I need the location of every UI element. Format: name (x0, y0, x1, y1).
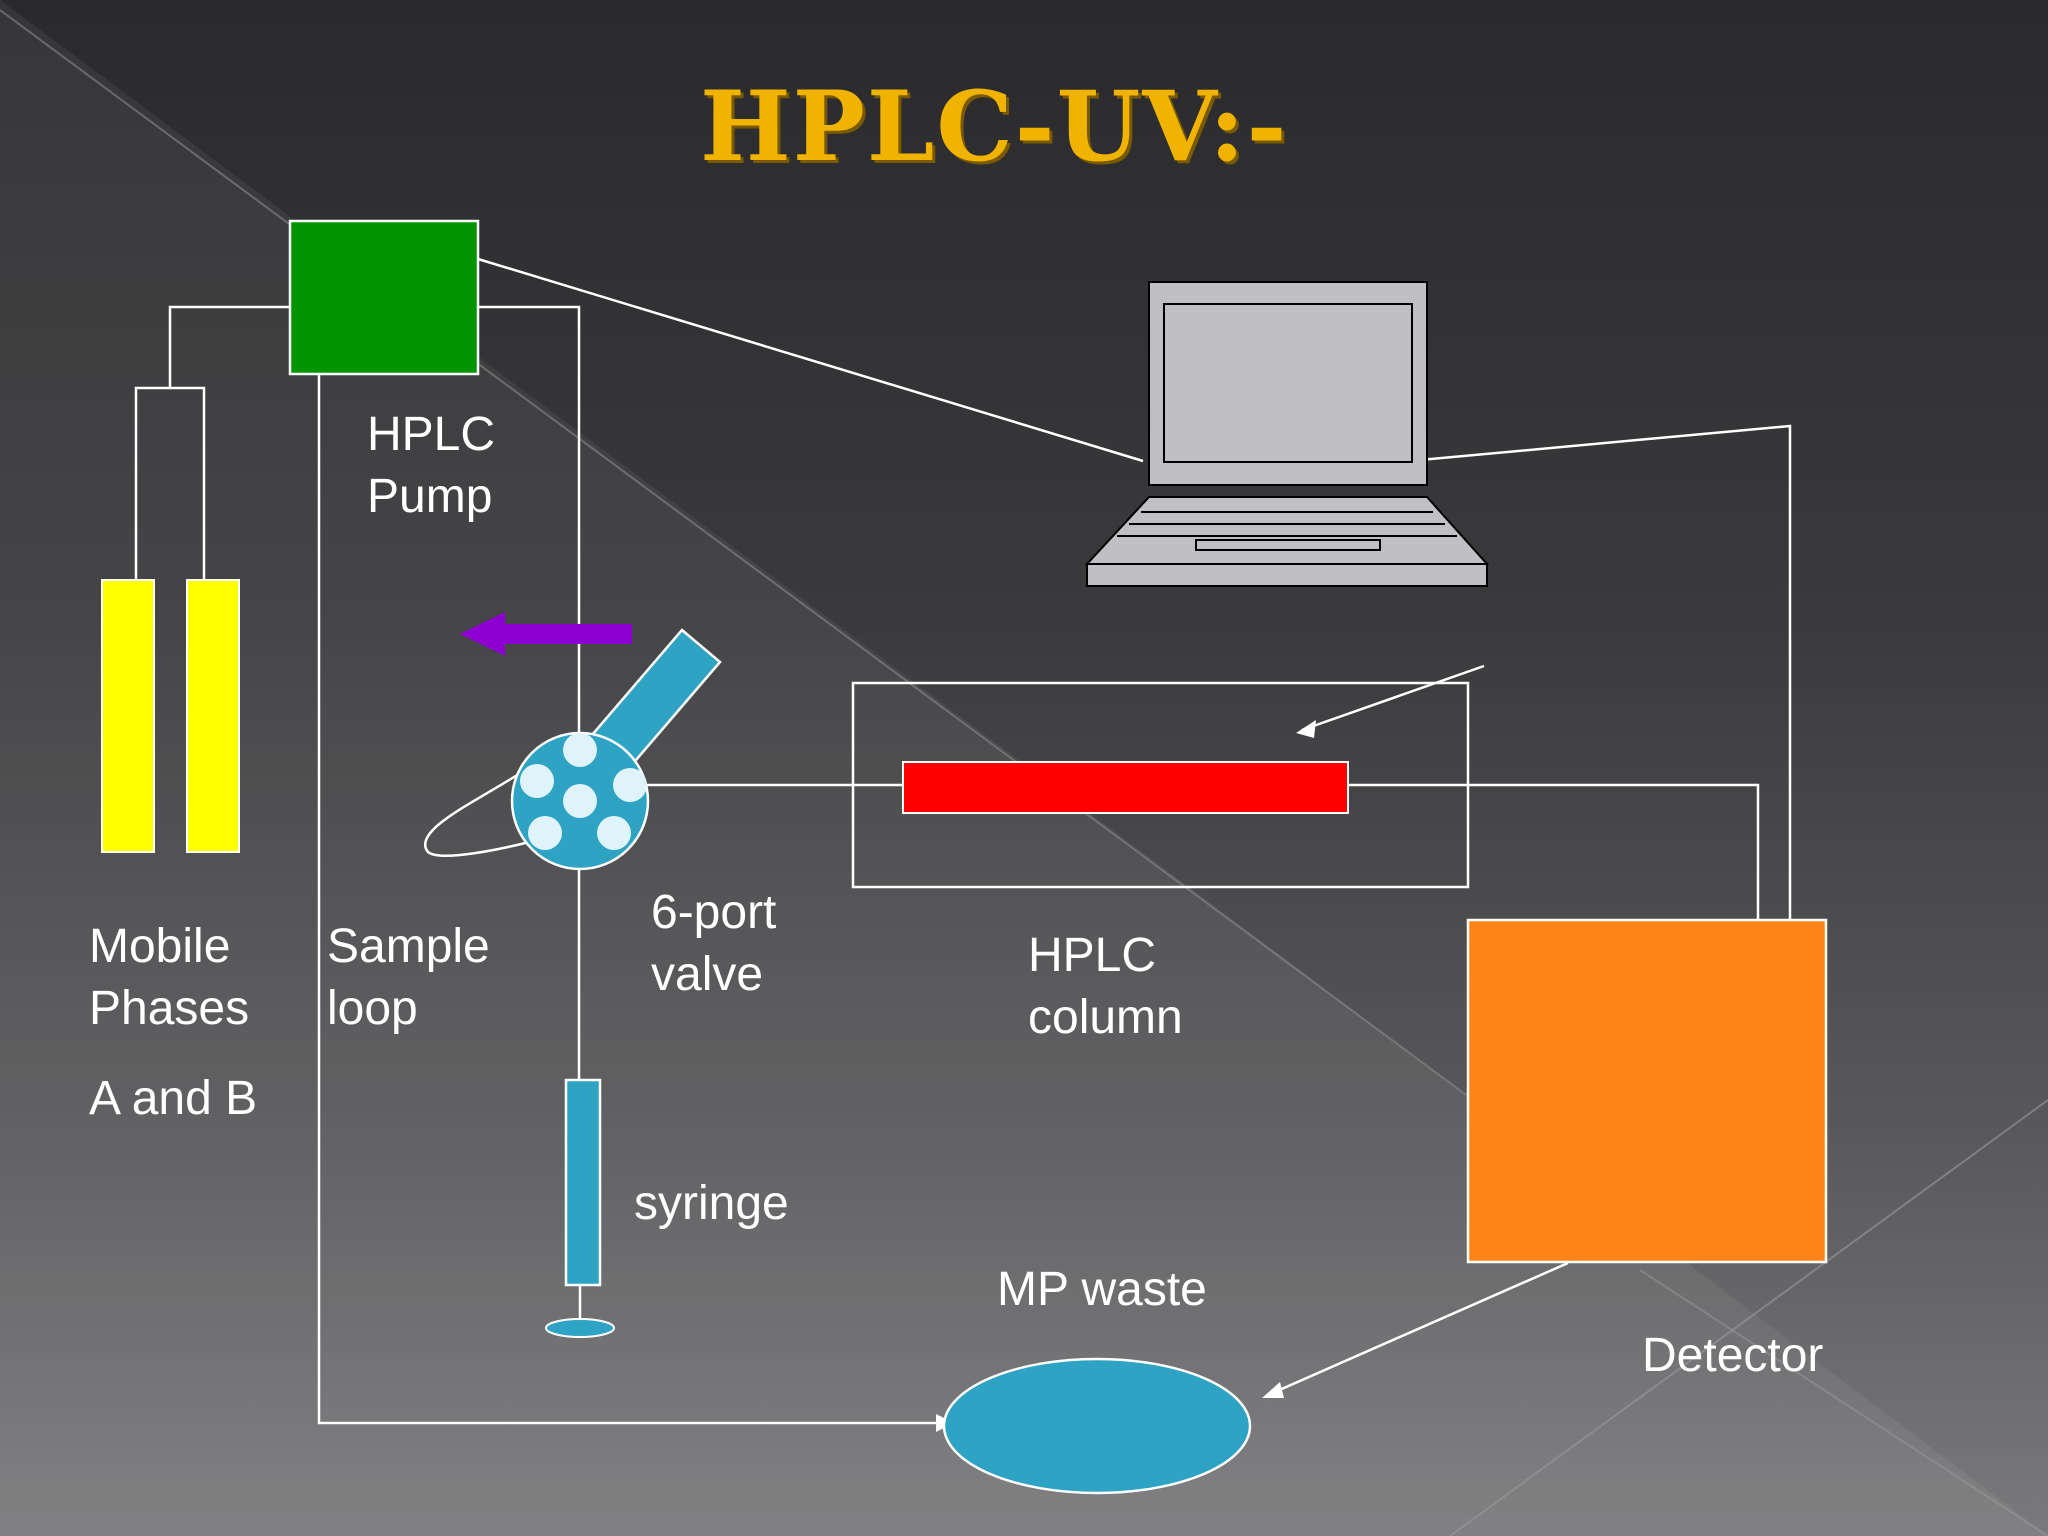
mobile-phases-label-line2: Phases (89, 982, 250, 1035)
syringe-label: syringe (634, 1177, 789, 1230)
valve-label-line2: valve (651, 948, 764, 1001)
mobile-phase-b-bottle (186, 579, 240, 853)
valve-port (613, 768, 647, 802)
laptop-icon (1084, 281, 1490, 587)
pump-label-line1: HPLC (367, 408, 496, 461)
column-label: HPLC column (1028, 925, 1183, 1049)
detector-label: Detector (1642, 1329, 1824, 1382)
syringe-thumb-rest (545, 1318, 615, 1338)
hplc-column (902, 761, 1349, 814)
waste-arrowhead (1262, 1382, 1284, 1398)
oven-pointer-line (1301, 664, 1485, 732)
mobile-phases-label-line1: Mobile (89, 920, 231, 973)
sample-loop (424, 768, 546, 857)
mobile-phases-label-line3: A and B (89, 1072, 258, 1125)
syringe-barrel (564, 1078, 602, 1287)
valve-label-line1: 6-port (651, 886, 777, 939)
line-pump-to-laptop (477, 257, 1144, 463)
background-diagonal-line (0, 9, 1501, 1121)
mp-waste-container (942, 1357, 1252, 1495)
pump-label-line2: Pump (367, 470, 493, 523)
valve-port (563, 733, 597, 767)
column-oven-box (851, 681, 1470, 889)
background-corner-line (1449, 1099, 2048, 1536)
oven-pointer-arrowhead (1296, 720, 1316, 738)
sample-loop-label-line1: Sample (327, 920, 490, 973)
sample-loop-label: Sample loop (327, 916, 490, 1040)
mp-waste-label: MP waste (997, 1263, 1207, 1316)
valve-port (520, 764, 554, 798)
column-label-line2: column (1028, 991, 1183, 1044)
valve-port (528, 816, 562, 850)
slide-title: HPLC-UV:- (700, 70, 1289, 183)
detector-box (1466, 918, 1828, 1264)
line-column-to-detector (1348, 783, 1760, 955)
sample-loop-label-line2: loop (327, 982, 418, 1035)
valve-port (563, 784, 597, 818)
mobile-phase-a-bottle (101, 579, 155, 853)
pump-label: HPLC Pump (367, 404, 495, 528)
purple-arrow (460, 612, 632, 656)
line-loop-to-waste (317, 370, 950, 1425)
tubing-lines (134, 257, 1792, 1425)
background-corner-line-2 (1639, 1269, 2048, 1536)
valve-label: 6-port valve (651, 882, 776, 1006)
line-laptop-to-detector (1419, 424, 1792, 920)
valve-port (597, 816, 631, 850)
column-label-line1: HPLC (1028, 929, 1157, 982)
six-port-valve (510, 731, 650, 871)
line-detector-to-waste (1267, 1261, 1569, 1397)
mobile-phases-label: Mobile Phases A and B (89, 916, 257, 1130)
hplc-pump-box (288, 219, 480, 376)
